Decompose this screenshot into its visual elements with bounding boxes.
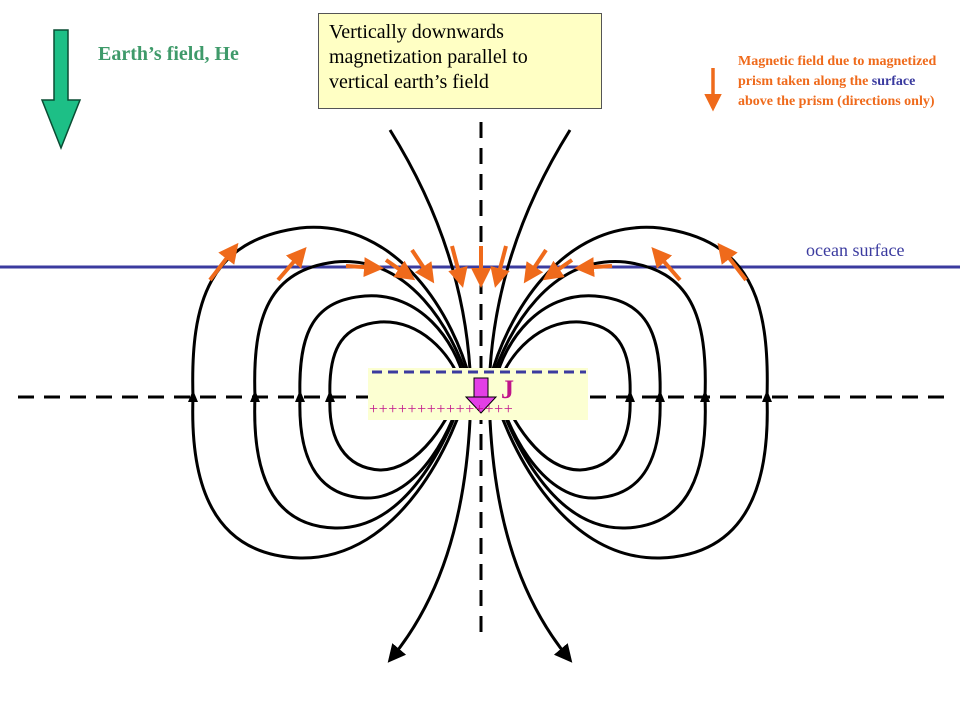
- magnetization-arrow: [464, 377, 498, 414]
- caption-box: Vertically downwards magnetization paral…: [318, 13, 602, 109]
- caption-line-3: vertical earth’s field: [329, 71, 489, 93]
- surface-vector-2: [276, 246, 307, 282]
- arrow-left-1: [188, 390, 198, 402]
- positive-pole-signs: +++++++++++++++: [369, 401, 514, 418]
- surface-vector-4: [384, 258, 416, 281]
- surface-vector-9: [523, 248, 548, 284]
- arrow-right-2: [700, 390, 710, 402]
- loop-direction-arrows: [188, 390, 772, 402]
- legend-text-part1: Magnetic field due to magnetized prism t…: [738, 54, 937, 89]
- surface-vector-12: [651, 246, 682, 282]
- arrow-left-4: [325, 390, 335, 402]
- open-line-right-bottom: [488, 419, 573, 663]
- surface-vector-3: [345, 257, 384, 278]
- arrow-right-1: [762, 390, 772, 402]
- open-line-left-top: [388, 129, 472, 371]
- open-line-left-bottom: [387, 419, 472, 663]
- surface-vector-1: [208, 242, 239, 282]
- arrow-left-2: [250, 390, 260, 402]
- magnetization-label: J: [501, 375, 514, 404]
- legend-text: Magnetic field due to magnetized prism t…: [738, 52, 938, 112]
- legend-surface-word: surface: [871, 74, 916, 89]
- surface-vector-13: [717, 242, 748, 282]
- surface-vector-11: [574, 257, 613, 278]
- open-field-lines: [387, 129, 573, 663]
- surface-vector-6: [448, 245, 468, 288]
- caption-line-1: Vertically downwards: [329, 21, 504, 43]
- surface-field-vectors: [208, 242, 748, 288]
- surface-vector-5: [410, 248, 435, 284]
- legend-text-part2: above the prism (directions only): [738, 94, 935, 109]
- surface-vector-8: [490, 245, 510, 288]
- ocean-surface-label: ocean surface: [806, 240, 905, 260]
- arrow-left-3: [295, 390, 305, 402]
- caption-line-2: magnetization parallel to: [329, 46, 528, 68]
- arrow-right-3: [655, 390, 665, 402]
- arrow-right-4: [625, 390, 635, 402]
- earth-field-label: Earth’s field, He: [98, 43, 239, 65]
- earth-field-arrow: [40, 29, 82, 151]
- open-line-right-top: [488, 129, 572, 371]
- surface-vector-10: [542, 258, 574, 281]
